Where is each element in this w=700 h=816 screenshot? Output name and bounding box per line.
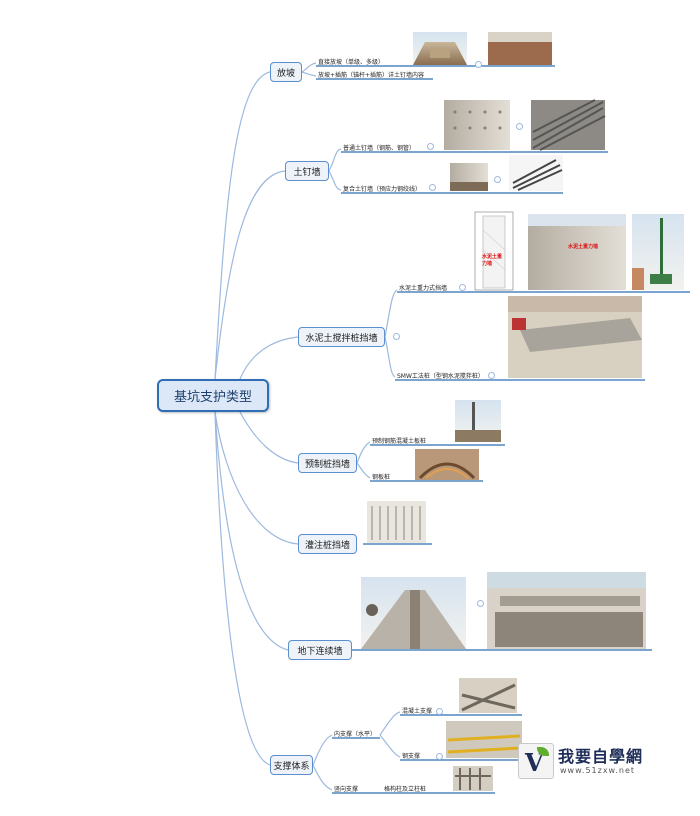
branch-zhicheng[interactable]: 支撑体系 [270, 755, 313, 775]
branch-guanzhu[interactable]: 灌注桩挡墙 [298, 534, 357, 554]
photo-composite-nail-1 [450, 163, 488, 191]
collapse-dot[interactable] [488, 372, 495, 379]
leaf-gravity-wall[interactable]: 水泥土重力式挡墙 [399, 285, 448, 292]
v-leaf-logo-icon: V [518, 743, 554, 779]
collapse-dot[interactable] [436, 753, 443, 760]
leaf-normal-soil-nail[interactable]: 普通土钉墙（钢筋、钢管） [343, 145, 416, 152]
photo-composite-nail-2 [509, 155, 563, 191]
leaf-vertical-support[interactable]: 竖向支撑 [334, 786, 359, 793]
collapse-dot[interactable] [459, 284, 466, 291]
leaf-steel-sheet-pile[interactable]: 钢板桩 [372, 474, 391, 481]
leaf-direct-slope[interactable]: 直接放坡（单级、多级） [318, 59, 385, 66]
collapse-dot[interactable] [427, 143, 434, 150]
leaf-concrete-support[interactable]: 混凝土支撑 [402, 708, 433, 715]
leaf-inner-support[interactable]: 内支撑（水平） [334, 731, 377, 738]
collapse-dot[interactable] [475, 61, 482, 68]
photo-steel-support [446, 721, 522, 758]
photo-precast-pile [455, 400, 501, 442]
collapse-dot[interactable] [477, 600, 484, 607]
photo-concrete-support [459, 678, 517, 713]
branch-shuinitu[interactable]: 水泥土搅拌桩挡墙 [298, 327, 385, 347]
site-logo: V 我要自學網 www.51zxw.net [518, 741, 670, 781]
collapse-dot[interactable] [516, 123, 523, 130]
branch-fangpo[interactable]: 放坡 [270, 62, 302, 82]
photo-gravity-wall-diagram [474, 211, 514, 291]
leaf-lattice-column[interactable]: 格构柱及立柱桩 [384, 786, 427, 793]
photo-steel-sheet-pile [415, 449, 479, 480]
leaf-slope-anchor[interactable]: 放坡+插筋（锚杆+插筋）详土钉墙内容 [318, 72, 425, 79]
photo-diaphragm-wall-1 [361, 577, 466, 649]
photo-diaphragm-wall-2 [487, 572, 646, 649]
photo-bored-pile-wall [367, 501, 426, 543]
root-node[interactable]: 基坑支护类型 [157, 379, 269, 412]
logo-title: 我要自學網 [558, 747, 644, 766]
photo-gravity-wall [528, 214, 626, 290]
leaf-precast-concrete-pile[interactable]: 预制钢筋混凝土板桩 [372, 438, 427, 445]
photo-caption-gravity-diagram: 水泥土重力墙 [482, 254, 503, 267]
photo-pile-rig [632, 214, 684, 290]
logo-url: www.51zxw.net [560, 766, 636, 775]
collapse-dot[interactable] [436, 708, 443, 715]
collapse-dot[interactable] [393, 333, 400, 340]
leaf-composite-soil-nail[interactable]: 复合土钉墙（预应力钢绞线） [343, 186, 422, 193]
branch-tudingqiang[interactable]: 土钉墙 [285, 161, 329, 181]
photo-caption-gravity-wall: 水泥土重力墙 [568, 244, 599, 250]
photo-slope-2 [488, 32, 552, 65]
photo-smw-pile [508, 296, 642, 378]
photo-slope-1 [413, 32, 467, 65]
collapse-dot[interactable] [429, 184, 436, 191]
photo-soil-nail-2 [531, 99, 606, 151]
leaf-steel-support[interactable]: 钢支撑 [402, 753, 421, 760]
photo-soil-nail-1 [444, 100, 510, 150]
branch-dixia[interactable]: 地下连续墙 [288, 640, 352, 660]
photo-lattice-column [453, 766, 493, 791]
branch-yuzhi[interactable]: 预制桩挡墙 [298, 453, 357, 473]
leaf-smw-pile[interactable]: SMW工法桩（型钢水泥搅拌桩） [397, 373, 484, 380]
collapse-dot[interactable] [494, 176, 501, 183]
